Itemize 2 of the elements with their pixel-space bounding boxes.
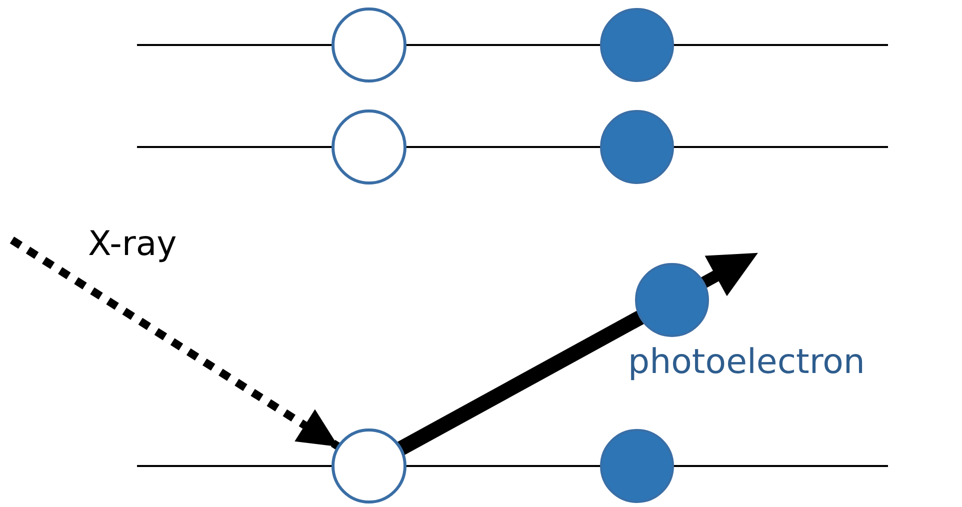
arrow	[10, 236, 341, 450]
particle-label: photoelectron	[628, 342, 865, 382]
